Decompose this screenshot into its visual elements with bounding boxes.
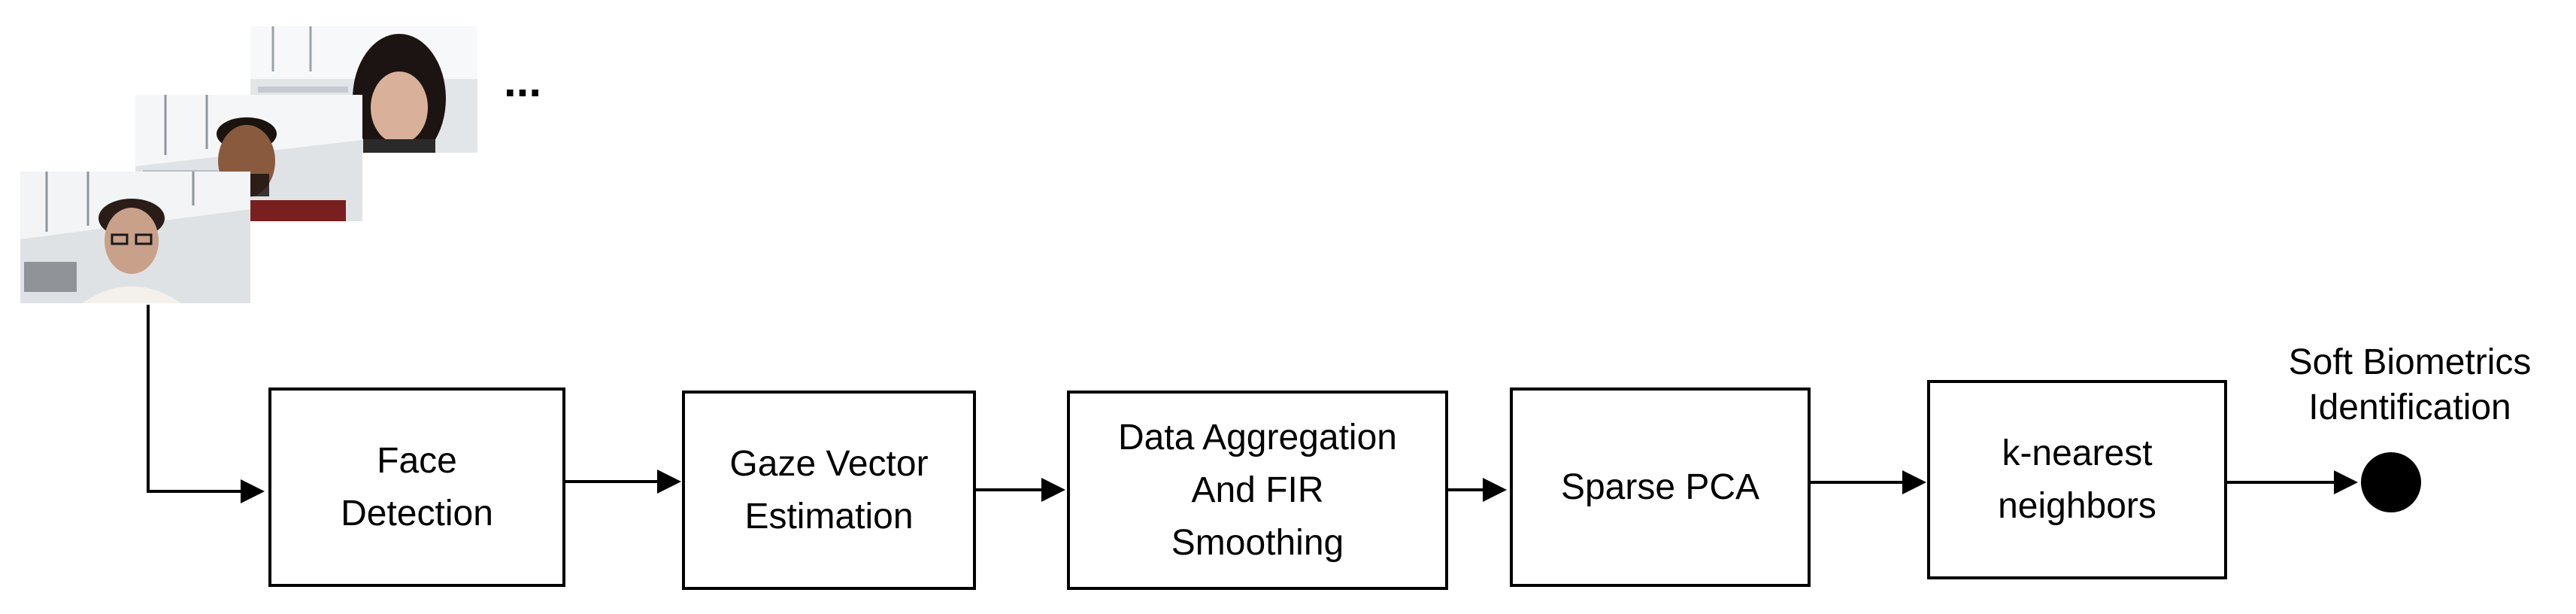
video-frame-1 (20, 172, 250, 303)
k-nearest-neighbors-label: k-nearest neighbors (1998, 433, 2156, 526)
sparse-pca-box: Sparse PCA (1510, 388, 1811, 587)
frame-3-scene (250, 26, 477, 153)
output-label: Soft Biometrics Identification (2288, 342, 2532, 427)
gaze-vector-estimation-label: Gaze Vector Estimation (729, 443, 929, 536)
gaze-vector-estimation-box: Gaze Vector Estimation (682, 391, 976, 590)
sparse-pca-label: Sparse PCA (1560, 467, 1760, 507)
frame-1-scene (20, 172, 250, 303)
data-aggregation-label: Data Aggregation And FIR Smoothing (1118, 417, 1397, 563)
k-nearest-neighbors-box: k-nearest neighbors (1927, 380, 2227, 579)
more-frames-ellipsis: ... (504, 56, 542, 106)
video-frame-3 (250, 26, 477, 153)
face-detection-box: Face Detection (268, 388, 565, 587)
data-aggregation-box: Data Aggregation And FIR Smoothing (1067, 391, 1448, 590)
output-node (2361, 452, 2421, 512)
face-detection-label: Face Detection (341, 440, 493, 533)
frames-to-face-detection-arrow (147, 305, 265, 503)
